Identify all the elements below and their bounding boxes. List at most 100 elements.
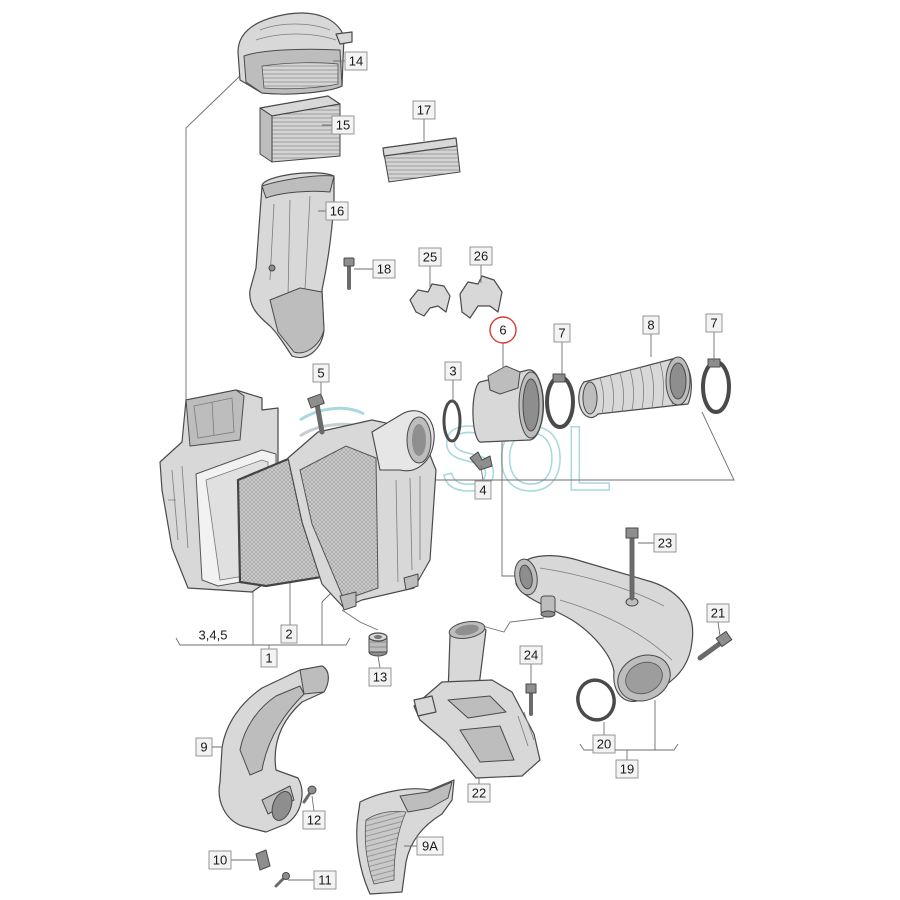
insert-side: [259, 107, 273, 163]
part-6-air-mass-meter: [472, 365, 545, 443]
intake-tab: [413, 695, 437, 717]
part-20-o-ring: [576, 678, 616, 722]
bolt-head: [525, 683, 537, 694]
duct-lower-opening: [271, 791, 293, 821]
callout-8: 8: [642, 315, 660, 335]
part-11-screw: [274, 872, 290, 888]
callout-box: [325, 201, 349, 221]
intake-ribs: [517, 711, 535, 747]
part-4-clip: [469, 451, 493, 471]
callout-label: 12: [307, 813, 321, 828]
callout-label: 17: [417, 103, 431, 118]
part-24-bolt: [525, 683, 537, 716]
callout-13: 13: [368, 667, 392, 687]
connector-lines: [175, 73, 735, 760]
maf-sensor-housing: [487, 365, 521, 395]
shield-top: [399, 781, 453, 813]
callout-23: 23: [653, 533, 677, 553]
callout-box: [642, 315, 660, 335]
screw-head: [282, 872, 290, 880]
line-airbox-to-hose: [432, 411, 735, 481]
screw-shaft: [274, 876, 286, 888]
callout-box: [313, 870, 337, 890]
part-9-air-duct: [218, 665, 329, 833]
leader-lines: [212, 60, 721, 881]
callout-box: [706, 603, 730, 623]
line-cover-to-airbox: [185, 73, 243, 412]
callout-label: 3,4,5: [199, 628, 228, 643]
callout-box: [302, 810, 326, 830]
callout-label: 3: [449, 364, 456, 379]
intake-recess: [459, 725, 515, 763]
callout-box: [372, 259, 396, 279]
bolt-shaft: [314, 401, 325, 435]
part-23-bolt: [625, 527, 639, 601]
part-7-clamp: [545, 373, 575, 429]
part-3-o-ring: [442, 399, 462, 443]
callout-label: 7: [558, 326, 565, 341]
callout-label: 20: [597, 737, 611, 752]
callout-18: 18: [372, 259, 396, 279]
callout-label: 16: [330, 204, 344, 219]
callout-label: 21: [711, 606, 725, 621]
part-16-duct: [249, 172, 335, 359]
grommet-ribs: [369, 641, 387, 648]
elbow-contour: [539, 567, 673, 661]
shield-ribbed-face: [364, 810, 407, 885]
intake-recess: [447, 695, 507, 719]
part-26-clip: [459, 275, 503, 319]
callout-3-4-5: 3,4,5: [199, 628, 228, 643]
callout-box: [208, 850, 232, 870]
part-8-hose: [578, 356, 692, 419]
intake-pipe-bore: [455, 624, 479, 636]
part-17-pad: [382, 137, 461, 183]
callout-11: 11: [313, 870, 337, 890]
callout-box: [331, 115, 355, 135]
cover-tab: [335, 31, 353, 45]
callout-box: [260, 648, 278, 668]
callout-label: 13: [373, 670, 387, 685]
watermark-logo-arc: [299, 406, 365, 422]
callout-label: 15: [336, 118, 350, 133]
callout-6-highlighted: 6: [489, 316, 517, 344]
screw-head: [343, 257, 355, 267]
duct-top-opening: [299, 665, 329, 695]
callout-box: [195, 737, 213, 757]
cover-opening: [261, 62, 339, 90]
screw-head: [307, 785, 317, 795]
callout-14: 14: [344, 51, 368, 71]
grommet-hole: [374, 635, 382, 639]
elbow-stud-end: [540, 610, 556, 618]
housing-ribs: [168, 465, 189, 549]
callout-label: 4: [479, 483, 486, 498]
callout-box: [444, 361, 462, 381]
callout-box: [467, 783, 491, 803]
screw-shaft: [302, 791, 312, 804]
highlight-circle: [489, 316, 517, 344]
duct-body: [218, 665, 329, 833]
callout-20: 20: [592, 734, 616, 754]
callout-26: 26: [469, 246, 493, 266]
pad-edge: [382, 137, 458, 157]
callout-label: 10: [213, 853, 227, 868]
bolt-head: [625, 527, 639, 539]
part-22-intake-piece: [413, 621, 541, 779]
callout-box: [615, 759, 639, 779]
callout-label: 11: [318, 873, 332, 888]
callout-21: 21: [706, 603, 730, 623]
maf-bore: [522, 378, 540, 432]
o-ring: [442, 399, 462, 443]
callout-2: 2: [280, 624, 298, 644]
housing-frame: [185, 389, 245, 447]
clamp-band: [701, 360, 731, 414]
callout-box: [368, 667, 392, 687]
callout-box: [416, 836, 444, 856]
part-9a-shield: [356, 779, 455, 895]
line-maf-to-elbow: [501, 442, 516, 577]
part-7-clamp-second: [701, 358, 731, 414]
callout-24: 24: [519, 645, 543, 665]
callout-label: 22: [472, 786, 486, 801]
part-10-clip: [255, 849, 271, 871]
housing-upper-filter-face: [299, 445, 379, 601]
callout-label: 26: [474, 249, 488, 264]
